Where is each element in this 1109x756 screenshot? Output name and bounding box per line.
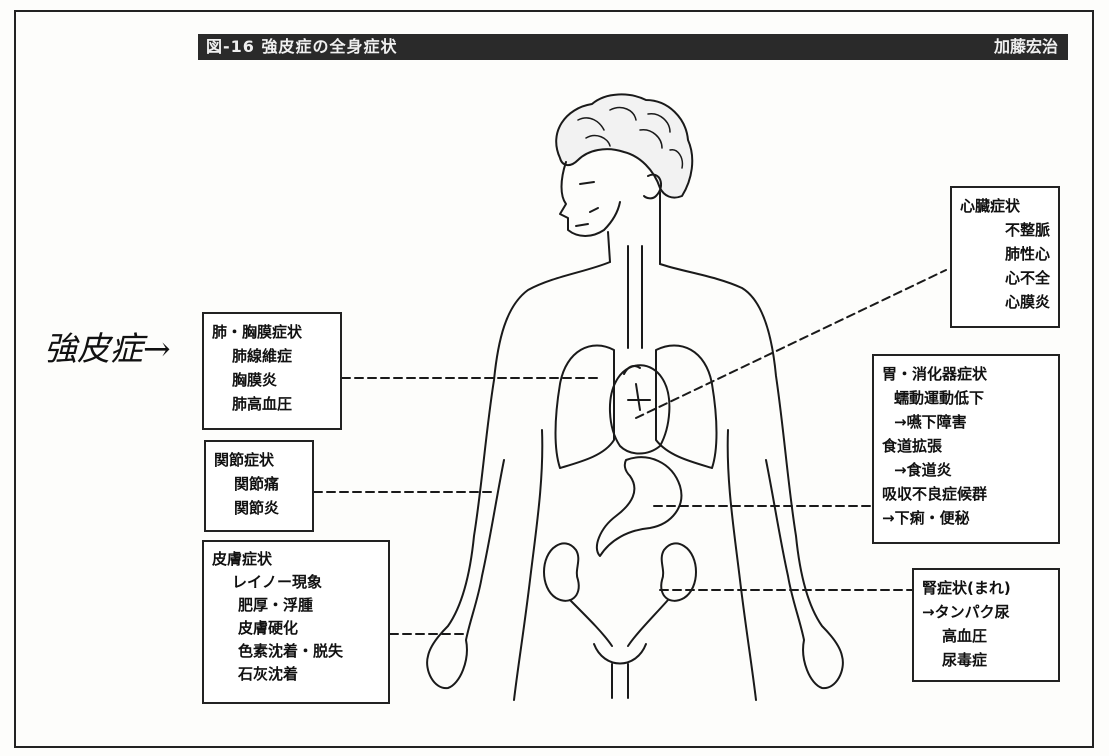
lung-symptoms-heading: 肺・胸膜症状 [212, 320, 332, 344]
heart-symptoms-box: 心臓症状 不整脈 肺性心 心不全 心膜炎 [950, 186, 1060, 328]
lung-symptom-item: 肺高血圧 [212, 392, 332, 416]
face [560, 162, 620, 236]
gi-symptom-item: 蠕動運動低下 [882, 386, 1050, 410]
joint-symptoms-box: 関節症状 関節痛 関節炎 [204, 440, 314, 532]
torso-right [728, 430, 756, 700]
left-arm [427, 262, 610, 688]
skin-symptoms-heading: 皮膚症状 [212, 548, 380, 571]
joint-symptom-item: 関節痛 [214, 472, 304, 496]
kidney-symptom-item: 高血圧 [922, 624, 1050, 648]
skin-symptom-item: 肥厚・浮腫 [212, 594, 380, 617]
hair [556, 94, 692, 197]
skin-symptom-item: 石灰沈着 [212, 663, 380, 686]
gi-symptoms-heading: 胃・消化器症状 [882, 362, 1050, 386]
bladder-organ [594, 644, 646, 664]
kidney-left-organ [544, 543, 579, 600]
skin-symptoms-box: 皮膚症状 レイノー現象 肥厚・浮腫 皮膚硬化 色素沈着・脱失 石灰沈着 [202, 540, 390, 704]
gi-symptoms-box: 胃・消化器症状 蠕動運動低下 →嚥下障害 食道拡張 →食道炎 吸収不良症候群 →… [872, 354, 1060, 544]
joint-symptom-item: 関節炎 [214, 496, 304, 520]
kidney-symptom-item: 尿毒症 [922, 648, 1050, 672]
heart-symptoms-heading: 心臓症状 [960, 194, 1050, 218]
kidney-symptoms-heading: 腎症状(まれ) [922, 576, 1050, 600]
kidney-symptom-item: →タンパク尿 [922, 600, 1050, 624]
skin-symptom-item: 色素沈着・脱失 [212, 640, 380, 663]
scleroderma-label: 強皮症→ [44, 322, 171, 370]
skin-symptom-item: 皮膚硬化 [212, 617, 380, 640]
heart-symptom-item: 不整脈 [960, 218, 1050, 242]
skin-symptom-item: レイノー現象 [212, 571, 380, 594]
neck [608, 192, 660, 264]
gi-symptom-item: →下痢・便秘 [882, 506, 1050, 530]
joint-symptoms-heading: 関節症状 [214, 448, 304, 472]
heart-symptom-item: 心膜炎 [960, 290, 1050, 314]
gi-symptom-item: 食道拡張 [882, 434, 1050, 458]
torso-left [514, 430, 542, 700]
right-arm [660, 264, 843, 688]
lung-left-organ [556, 345, 615, 468]
gi-symptom-item: →食道炎 [882, 458, 1050, 482]
kidney-symptoms-box: 腎症状(まれ) →タンパク尿 高血圧 尿毒症 [912, 568, 1060, 682]
lung-right-organ [656, 345, 717, 468]
lung-symptoms-box: 肺・胸膜症状 肺線維症 胸膜炎 肺高血圧 [202, 312, 342, 430]
gi-symptom-item: →嚥下障害 [882, 410, 1050, 434]
heart-symptom-item: 心不全 [960, 266, 1050, 290]
gi-symptom-item: 吸収不良症候群 [882, 482, 1050, 506]
kidney-right-organ [661, 543, 696, 600]
lung-symptom-item: 肺線維症 [212, 344, 332, 368]
heart-symptom-item: 肺性心 [960, 242, 1050, 266]
lung-symptom-item: 胸膜炎 [212, 368, 332, 392]
